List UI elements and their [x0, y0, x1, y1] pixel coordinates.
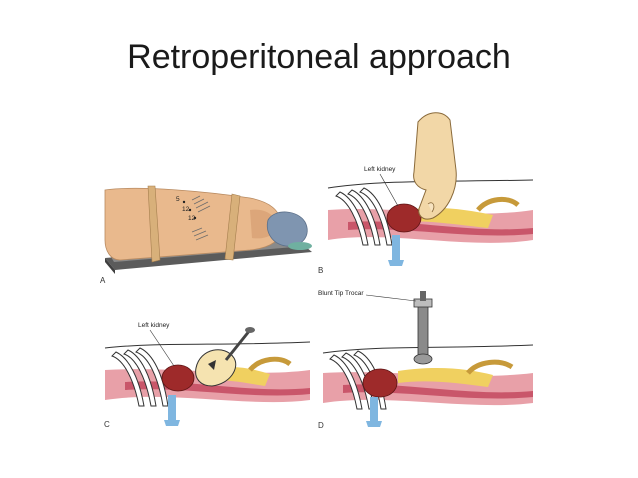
- marking-label-2: 12: [182, 206, 190, 213]
- trocar-placement-illustration: [322, 291, 534, 427]
- panel-letter-c: C: [104, 420, 110, 429]
- label-left-kidney-b: Left kidney: [364, 166, 396, 173]
- surgical-figure: 5 12 12 A: [100, 110, 540, 440]
- strap-right: [224, 193, 241, 261]
- panel-a: 5 12 12 A: [100, 180, 315, 290]
- panel-letter-b: B: [318, 266, 324, 275]
- blunt-trocar: [417, 304, 429, 356]
- balloon-dissection-illustration: [104, 327, 311, 426]
- finger-dissection-illustration: [327, 112, 534, 266]
- marking-label-1: 5: [176, 196, 180, 203]
- kidney: [161, 364, 195, 392]
- patient-position-illustration: [104, 185, 312, 274]
- panel-letter-d: D: [318, 421, 324, 430]
- kidney: [362, 368, 398, 398]
- panel-b: Left kidney B: [318, 110, 540, 285]
- kidney: [386, 203, 422, 233]
- surgeon-finger: [413, 112, 457, 220]
- panel-c: Left kidney C: [100, 308, 315, 440]
- port-site-hatching: [191, 195, 211, 241]
- panel-letter-a: A: [100, 276, 106, 285]
- pillow: [266, 211, 308, 247]
- slide-title: Retroperitoneal approach: [127, 38, 511, 76]
- panel-d: Blunt Tip Trocar D: [318, 285, 540, 440]
- label-left-kidney-c: Left kidney: [138, 322, 170, 329]
- label-blunt-tip-trocar: Blunt Tip Trocar: [318, 290, 364, 297]
- strap-left: [147, 185, 161, 263]
- marking-label-3: 12: [188, 215, 196, 222]
